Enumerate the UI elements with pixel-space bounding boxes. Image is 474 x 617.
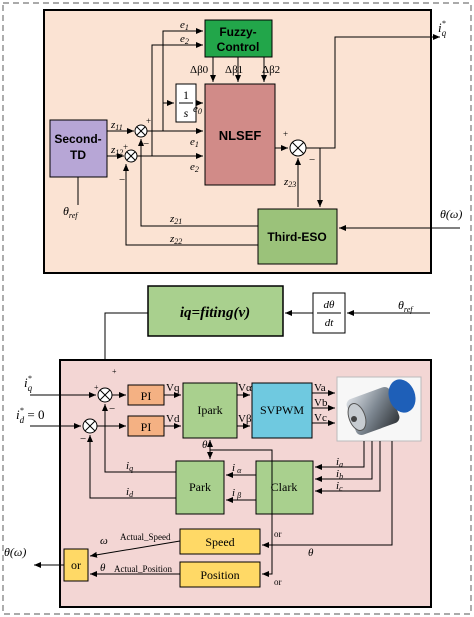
ipark-label: Ipark (197, 403, 222, 417)
label-theta-ipark: θ (202, 439, 208, 451)
label-iq: iq (126, 460, 133, 473)
second-td-label-1: Second- (54, 132, 101, 146)
label-db0: Δβ0 (190, 64, 209, 76)
deriv-den: dt (325, 317, 335, 329)
sign-minus-2: − (119, 174, 125, 186)
label-vq: Vq (166, 382, 180, 394)
sum-junction-2 (124, 149, 138, 163)
park-label: Park (189, 480, 211, 494)
label-omega: ω (100, 535, 108, 547)
label-e0: e0 (193, 103, 202, 116)
label-id-star: i*d = 0 (16, 406, 44, 425)
label-iq-star: i*q (24, 374, 33, 393)
label-actual-speed: Actual_Speed (120, 532, 171, 542)
clark-block (255, 460, 314, 515)
label-theta-ref-mid: θref (398, 298, 414, 314)
sign-plus-top: + (112, 367, 117, 376)
fuzzy-control-block (204, 19, 273, 58)
label-ialpha: i α (232, 462, 242, 475)
label-ibeta: i β (232, 487, 241, 500)
fiting-label: iq=fiting(v) (180, 305, 250, 321)
sign-plus-3: + (283, 129, 288, 139)
label-z21: z21 (169, 213, 182, 226)
park-block (175, 460, 225, 515)
svpwm-block (251, 382, 313, 439)
label-e1: e1 (190, 136, 199, 149)
label-theta-omega-bottom: θ(ω) (4, 545, 26, 559)
sign-minus-3: − (309, 154, 315, 166)
third-eso-label: Third-ESO (267, 230, 326, 244)
nlsef-block (204, 83, 276, 186)
third-eso-block (257, 208, 338, 265)
integrator-den: s (184, 106, 189, 120)
deriv-num: dθ (324, 299, 336, 311)
fiting-block (147, 285, 284, 337)
sum-junction-3 (289, 139, 307, 157)
sign-minus-q: − (109, 403, 115, 415)
pmsm-motor-image (336, 376, 422, 442)
label-ic: ic (336, 480, 343, 493)
sign-minus-1: − (143, 138, 149, 150)
sign-plus-2: + (123, 142, 128, 152)
label-e2: e2 (190, 161, 199, 174)
fuzzy-label-1: Fuzzy- (219, 25, 256, 39)
fuzzy-label-2: Control (217, 40, 260, 54)
ipark-block (182, 382, 238, 439)
speed-block (179, 528, 261, 555)
sum-junction-q (97, 387, 113, 403)
label-ib: ib (336, 468, 343, 481)
second-td-label-2: TD (70, 148, 86, 162)
label-or-2: or (274, 577, 282, 587)
label-z22: z22 (169, 233, 182, 246)
label-theta-omega-top: θ(ω) (440, 207, 462, 221)
sum-junction-1 (134, 124, 148, 138)
pi-q-label: PI (141, 389, 152, 403)
label-iq-star-top: i*q (438, 19, 447, 38)
label-vc: Vc (314, 412, 327, 424)
nlsef-label: NLSEF (219, 128, 262, 143)
label-theta-right: θ (308, 547, 314, 559)
label-id: id (126, 486, 134, 499)
sign-plus-1: + (146, 116, 151, 126)
pi-d-label: PI (141, 420, 152, 434)
label-actual-position: Actual_Position (114, 564, 172, 574)
label-z12: z12 (110, 144, 123, 157)
sum-junction-d (82, 418, 98, 434)
sign-plus-q: + (94, 383, 99, 392)
position-label: Position (200, 568, 239, 582)
label-ia: ia (336, 456, 343, 469)
label-valpha: Vα (238, 382, 252, 394)
label-e2-top: e2 (180, 33, 189, 46)
clark-label: Clark (271, 480, 298, 494)
second-td-block (49, 119, 108, 178)
label-theta-bottom: θ (100, 562, 106, 574)
label-db2: Δβ2 (262, 64, 280, 76)
label-va: Va (314, 382, 326, 394)
svpwm-label: SVPWM (260, 403, 304, 417)
label-db1: Δβ1 (225, 64, 243, 76)
speed-label: Speed (205, 535, 234, 549)
or-block-label: or (71, 558, 81, 572)
sign-minus-d: − (80, 433, 86, 445)
label-z11: z11 (110, 119, 123, 132)
label-e1-top: e1 (180, 19, 189, 32)
label-z23: z23 (283, 176, 296, 189)
label-vd: Vd (166, 413, 180, 425)
label-vb: Vb (314, 397, 328, 409)
integrator-num: 1 (183, 88, 189, 102)
label-or-1: or (274, 529, 282, 539)
label-vbeta: Vβ (238, 413, 252, 425)
